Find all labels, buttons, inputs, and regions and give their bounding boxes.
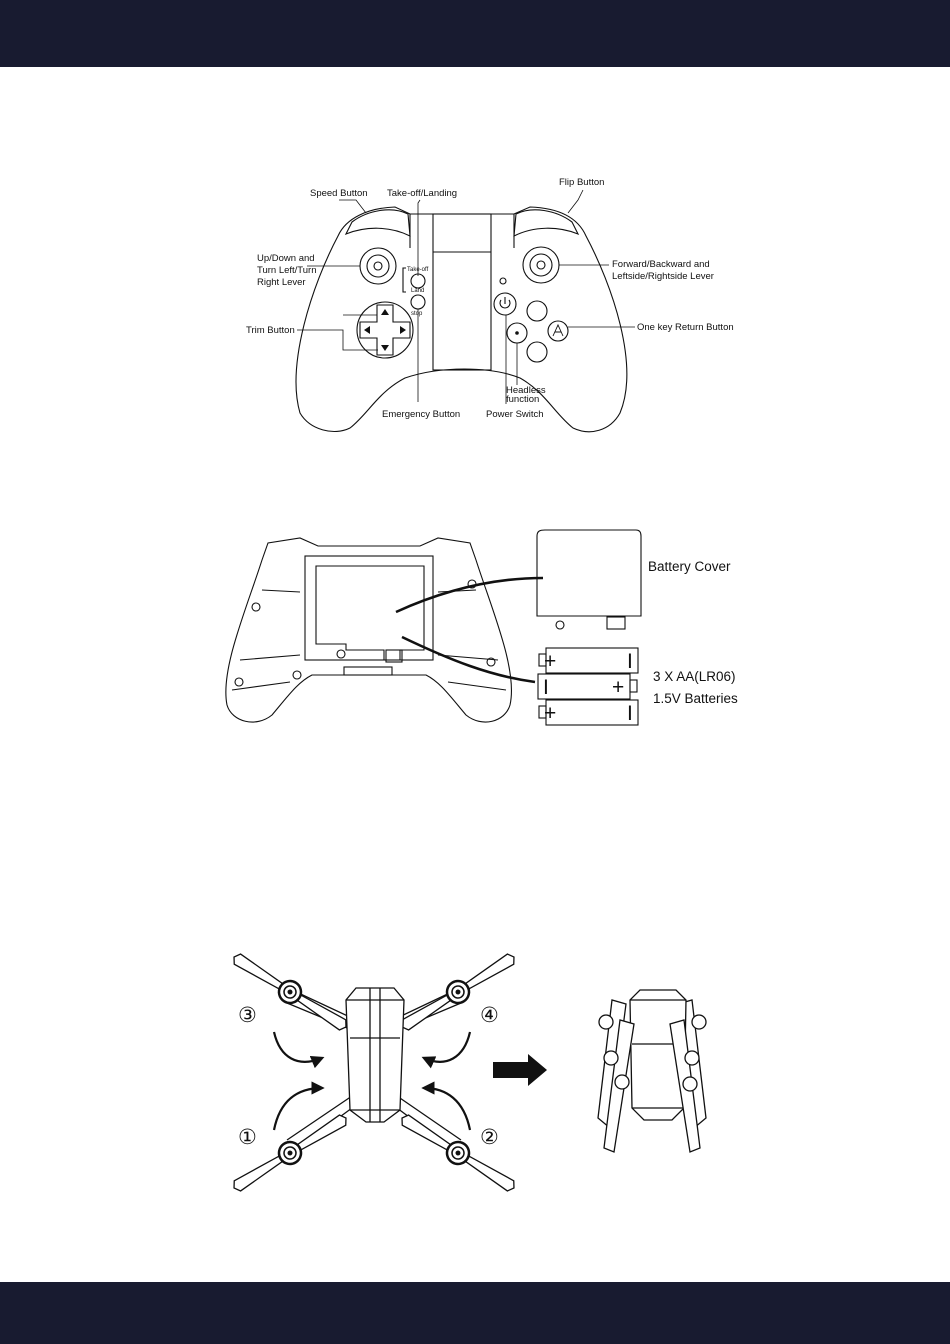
- label-headless-line2: function: [506, 394, 539, 405]
- drone-folding-diagram: ③ ④ ① ②: [228, 948, 706, 1198]
- label-battery-voltage: 1.5V Batteries: [653, 691, 738, 706]
- label-battery-cover: Battery Cover: [648, 559, 731, 574]
- label-updown-line3: Right Lever: [257, 277, 306, 288]
- button-text-takeoff: Take-off: [407, 267, 429, 273]
- battery-2-plus: +: [612, 676, 624, 699]
- step-label-1: ①: [238, 1126, 257, 1149]
- fold-arrow-1: [274, 1088, 322, 1130]
- battery-1: [546, 648, 638, 673]
- step-label-2: ②: [480, 1126, 499, 1149]
- face-button-bottom: [527, 342, 547, 362]
- label-return-button: One key Return Button: [637, 322, 734, 333]
- step-label-4: ④: [480, 1004, 499, 1027]
- indicator-led: [500, 278, 506, 284]
- button-text-stop: stop: [411, 311, 423, 317]
- label-speed-button: Speed Button: [310, 188, 368, 199]
- step-label-3: ③: [238, 1004, 257, 1027]
- propeller-rear-right: [396, 948, 520, 1037]
- fold-arrow-3: [274, 1032, 322, 1062]
- battery-1-minus: I: [627, 650, 633, 673]
- battery-3-minus: I: [627, 702, 633, 725]
- fold-arrow-2: [424, 1088, 470, 1130]
- battery-1-plus: +: [544, 650, 556, 673]
- label-takeoff-landing: Take-off/Landing: [387, 188, 457, 199]
- battery-cover: [537, 530, 641, 616]
- emergency-stop-button: [411, 295, 425, 309]
- drone-body: [346, 988, 404, 1122]
- footer-bar: [0, 1282, 950, 1344]
- battery-3-plus: +: [544, 702, 556, 725]
- fold-result-arrow: [493, 1054, 547, 1086]
- label-forward-line1: Forward/Backward and: [612, 259, 710, 270]
- label-updown-line1: Up/Down and: [257, 253, 315, 264]
- propeller-front-right: [396, 1109, 520, 1198]
- label-updown-line2: Turn Left/Turn: [257, 265, 317, 276]
- phone-holder: [433, 214, 491, 370]
- battery-diagram: + I I + + I Battery Cover 3 X AA(LR06) 1…: [226, 530, 738, 725]
- folded-drone: [598, 990, 706, 1152]
- battery-3: [546, 700, 638, 725]
- label-power-switch: Power Switch: [486, 409, 544, 420]
- left-shoulder: [346, 210, 410, 236]
- cover-leader-line: [396, 578, 543, 612]
- label-battery-count: 3 X AA(LR06): [653, 669, 736, 684]
- left-stick: [360, 248, 396, 284]
- face-button-top: [527, 301, 547, 321]
- button-text-land: Land: [411, 288, 424, 294]
- label-emergency-button: Emergency Button: [382, 409, 460, 420]
- return-icon: [553, 325, 563, 336]
- controller-front-diagram: Speed Button Take-off/Landing Flip Butto…: [246, 177, 734, 432]
- battery-2-minus: I: [543, 676, 549, 699]
- right-stick: [523, 247, 559, 283]
- label-forward-line2: Leftside/Rightside Lever: [612, 271, 714, 282]
- fold-arrow-4: [424, 1032, 470, 1062]
- controller-body-outline: [296, 207, 627, 432]
- right-shoulder: [514, 210, 578, 236]
- takeoff-land-button: [411, 274, 425, 288]
- battery-compartment: [316, 566, 424, 660]
- propeller-front-left: [228, 1109, 352, 1198]
- label-flip-button: Flip Button: [559, 177, 604, 188]
- label-trim-button: Trim Button: [246, 325, 295, 336]
